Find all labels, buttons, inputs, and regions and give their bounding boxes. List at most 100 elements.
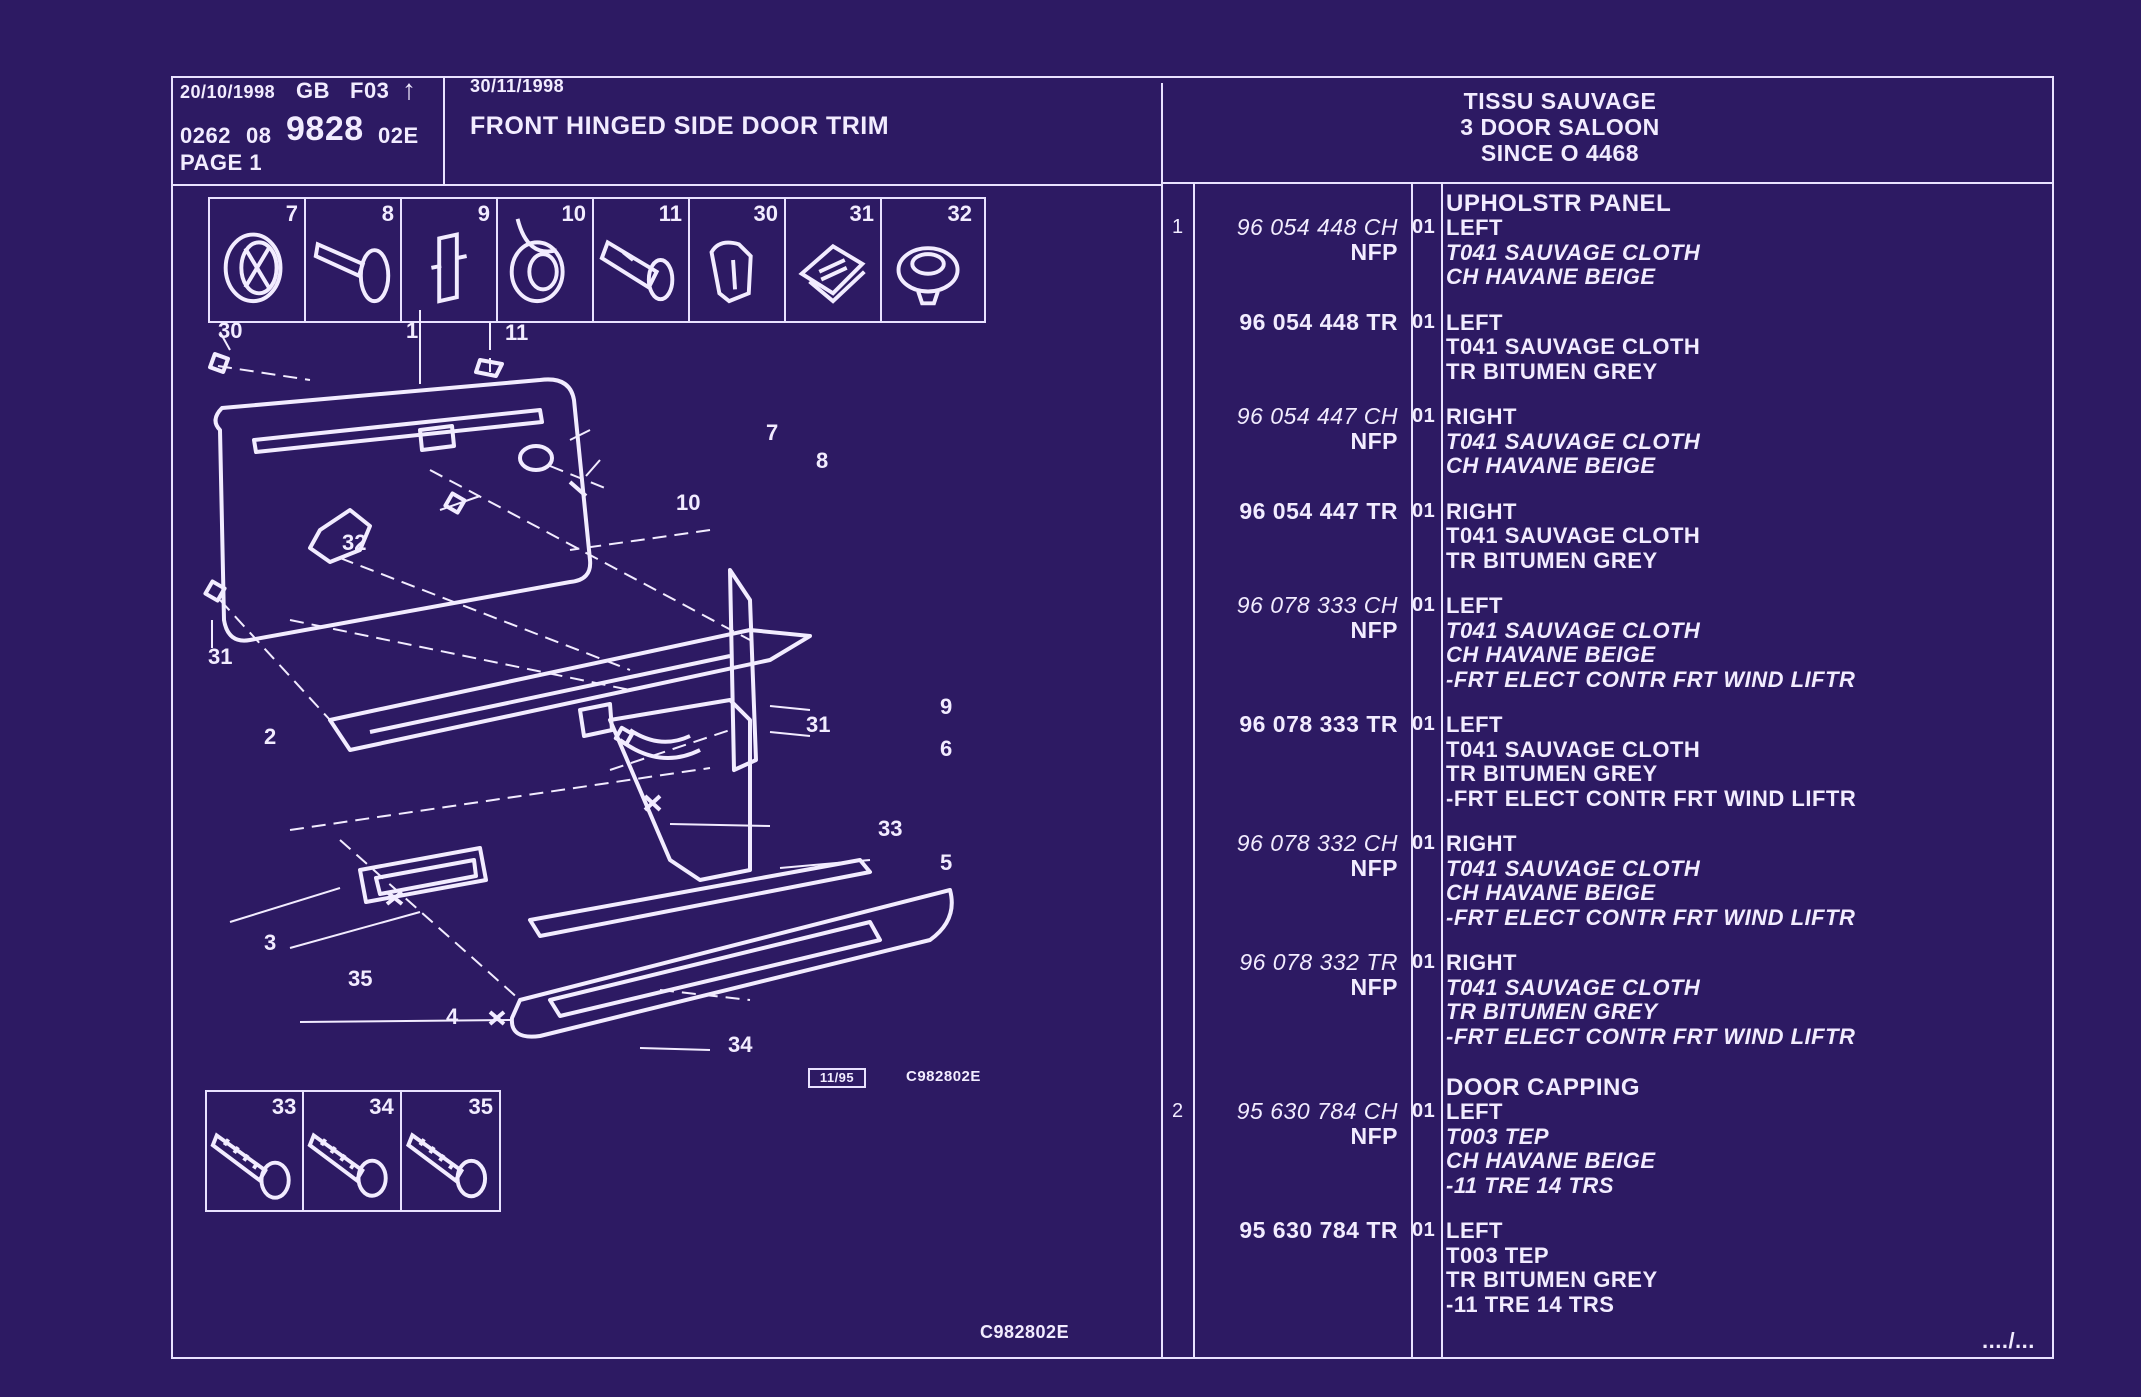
nfp-flag: NFP bbox=[1350, 238, 1398, 265]
side-label: RIGHT bbox=[1446, 831, 1517, 856]
ref-index: 1 bbox=[1172, 216, 1184, 238]
description-line: T041 SAUVAGE CLOTH bbox=[1446, 523, 1701, 548]
description-line: CH HAVANE BEIGE bbox=[1446, 264, 1656, 289]
part-cell-8: 8 bbox=[306, 199, 402, 321]
part-cell-32: 32 bbox=[882, 199, 978, 321]
description-line: -FRT ELECT CONTR FRT WIND LIFTR bbox=[1446, 666, 1856, 692]
continued-marker: ..../... bbox=[1982, 1328, 2035, 1353]
part-number: 96 078 332 CH bbox=[1236, 830, 1398, 856]
description-line: CH HAVANE BEIGE bbox=[1446, 1148, 1656, 1173]
screw-icon bbox=[210, 1132, 291, 1200]
update-date: 30/11/1998 bbox=[470, 76, 565, 96]
callout-32: 32 bbox=[342, 530, 367, 555]
quantity: 01 bbox=[1412, 1219, 1436, 1241]
part-cell-35: 35 bbox=[402, 1092, 499, 1210]
description-line: CH HAVANE BEIGE bbox=[1446, 642, 1656, 667]
stamp-date: 11/95 bbox=[819, 1070, 855, 1085]
part-cell-31: 31 bbox=[786, 199, 882, 321]
part-number: 96 078 333 TR bbox=[1239, 711, 1398, 737]
side-label: LEFT bbox=[1446, 215, 1503, 240]
lang-code: GB bbox=[296, 78, 330, 103]
ref-suffix: 02E bbox=[378, 123, 419, 148]
section-title: DOOR CAPPING bbox=[1446, 1074, 1641, 1101]
button-clip-icon bbox=[223, 232, 283, 304]
exploded-view-diagram bbox=[203, 310, 954, 1051]
quantity: 01 bbox=[1412, 216, 1436, 238]
part-number: 95 630 784 CH bbox=[1236, 1098, 1398, 1124]
issue-date: 20/10/1998 bbox=[180, 82, 276, 102]
quantity: 01 bbox=[1412, 832, 1436, 854]
col-line-3 bbox=[1441, 184, 1443, 1359]
callout-8: 8 bbox=[816, 448, 829, 473]
description-line: -FRT ELECT CONTR FRT WIND LIFTR bbox=[1446, 785, 1857, 811]
description-line: T003 TEP bbox=[1446, 1123, 1550, 1149]
quantity: 01 bbox=[1412, 405, 1436, 427]
description-line: -11 TRE 14 TRS bbox=[1446, 1172, 1614, 1198]
part-cell-7: 7 bbox=[210, 199, 306, 321]
model-title-3: SINCE O 4468 bbox=[1480, 140, 1640, 166]
ref-prefix: 0262 bbox=[180, 123, 231, 148]
side-label: RIGHT bbox=[1446, 498, 1517, 524]
description-line: T041 SAUVAGE CLOTH bbox=[1446, 974, 1701, 1000]
description-line: -FRT ELECT CONTR FRT WIND LIFTR bbox=[1446, 904, 1856, 930]
side-label: LEFT bbox=[1446, 1099, 1503, 1124]
description-line: TR BITUMEN GREY bbox=[1446, 761, 1658, 786]
part-number: 96 054 447 CH bbox=[1236, 403, 1398, 429]
description-line: T041 SAUVAGE CLOTH bbox=[1446, 855, 1701, 881]
description-line: TR BITUMEN GREY bbox=[1446, 547, 1658, 573]
section-title: UPHOLSTR PANEL bbox=[1446, 190, 1672, 217]
header-rule-right bbox=[1161, 182, 2054, 184]
side-label: RIGHT bbox=[1446, 950, 1517, 975]
side-label: RIGHT bbox=[1446, 404, 1517, 429]
ref-group: 08 bbox=[246, 123, 272, 148]
nfp-flag: NFP bbox=[1350, 973, 1398, 1000]
callout-7: 7 bbox=[766, 420, 779, 445]
side-label: LEFT bbox=[1446, 712, 1503, 737]
callout-10: 10 bbox=[676, 490, 701, 515]
part-number: 96 054 447 TR bbox=[1239, 497, 1398, 524]
round-clip-icon bbox=[896, 246, 960, 306]
quantity: 01 bbox=[1412, 1100, 1436, 1122]
sheet-code: F03 bbox=[350, 78, 390, 103]
spring-clip-icon bbox=[709, 240, 753, 304]
callout-31b: 31 bbox=[806, 712, 831, 737]
quantity: 01 bbox=[1412, 713, 1436, 735]
push-pin-icon bbox=[313, 241, 391, 304]
description-line: T003 TEP bbox=[1446, 1242, 1550, 1268]
parts-strip-top: 7 8 9 10 11 30 31 32 bbox=[208, 197, 986, 323]
callout-33: 33 bbox=[878, 816, 903, 841]
up-arrow-icon: ↑ bbox=[402, 74, 417, 105]
part-number: 96 054 448 TR bbox=[1239, 308, 1398, 335]
description-line: TR BITUMEN GREY bbox=[1446, 999, 1658, 1024]
description-line: T041 SAUVAGE CLOTH bbox=[1446, 428, 1701, 454]
part-cell-9: 9 bbox=[402, 199, 498, 321]
nfp-flag: NFP bbox=[1350, 616, 1398, 643]
page-title: FRONT HINGED SIDE DOOR TRIM bbox=[470, 112, 890, 140]
part-cell-30: 30 bbox=[690, 199, 786, 321]
diagram-ref-small: C982802E bbox=[906, 1068, 981, 1085]
description-line: -FRT ELECT CONTR FRT WIND LIFTR bbox=[1446, 1023, 1856, 1049]
description-line: CH HAVANE BEIGE bbox=[1446, 880, 1656, 905]
quantity: 01 bbox=[1412, 499, 1436, 522]
description-line: T041 SAUVAGE CLOTH bbox=[1446, 334, 1701, 359]
callout-4: 4 bbox=[446, 1004, 459, 1029]
part-number: 96 078 332 TR bbox=[1239, 949, 1398, 975]
parts-strip-bottom: 33 34 35 bbox=[205, 1090, 501, 1212]
quantity: 01 bbox=[1412, 951, 1436, 973]
description-line: -11 TRE 14 TRS bbox=[1446, 1291, 1615, 1317]
part-number: 96 078 333 CH bbox=[1236, 592, 1398, 618]
square-clip-icon bbox=[798, 243, 866, 304]
bracket-clip-icon bbox=[430, 232, 468, 304]
callout-30: 30 bbox=[218, 318, 243, 343]
description-line: TR BITUMEN GREY bbox=[1446, 358, 1658, 384]
description-line: TR BITUMEN GREY bbox=[1446, 1267, 1658, 1292]
callout-1: 1 bbox=[406, 318, 419, 343]
model-title-2: 3 DOOR SALOON bbox=[1460, 114, 1660, 140]
callout-5: 5 bbox=[940, 850, 953, 875]
callout-6: 6 bbox=[940, 736, 953, 761]
ref-index: 2 bbox=[1172, 1100, 1184, 1122]
quantity: 01 bbox=[1412, 594, 1436, 616]
part-cell-34: 34 bbox=[304, 1092, 402, 1210]
description-line: CH HAVANE BEIGE bbox=[1446, 453, 1656, 478]
part-cell-33: 33 bbox=[207, 1092, 305, 1210]
